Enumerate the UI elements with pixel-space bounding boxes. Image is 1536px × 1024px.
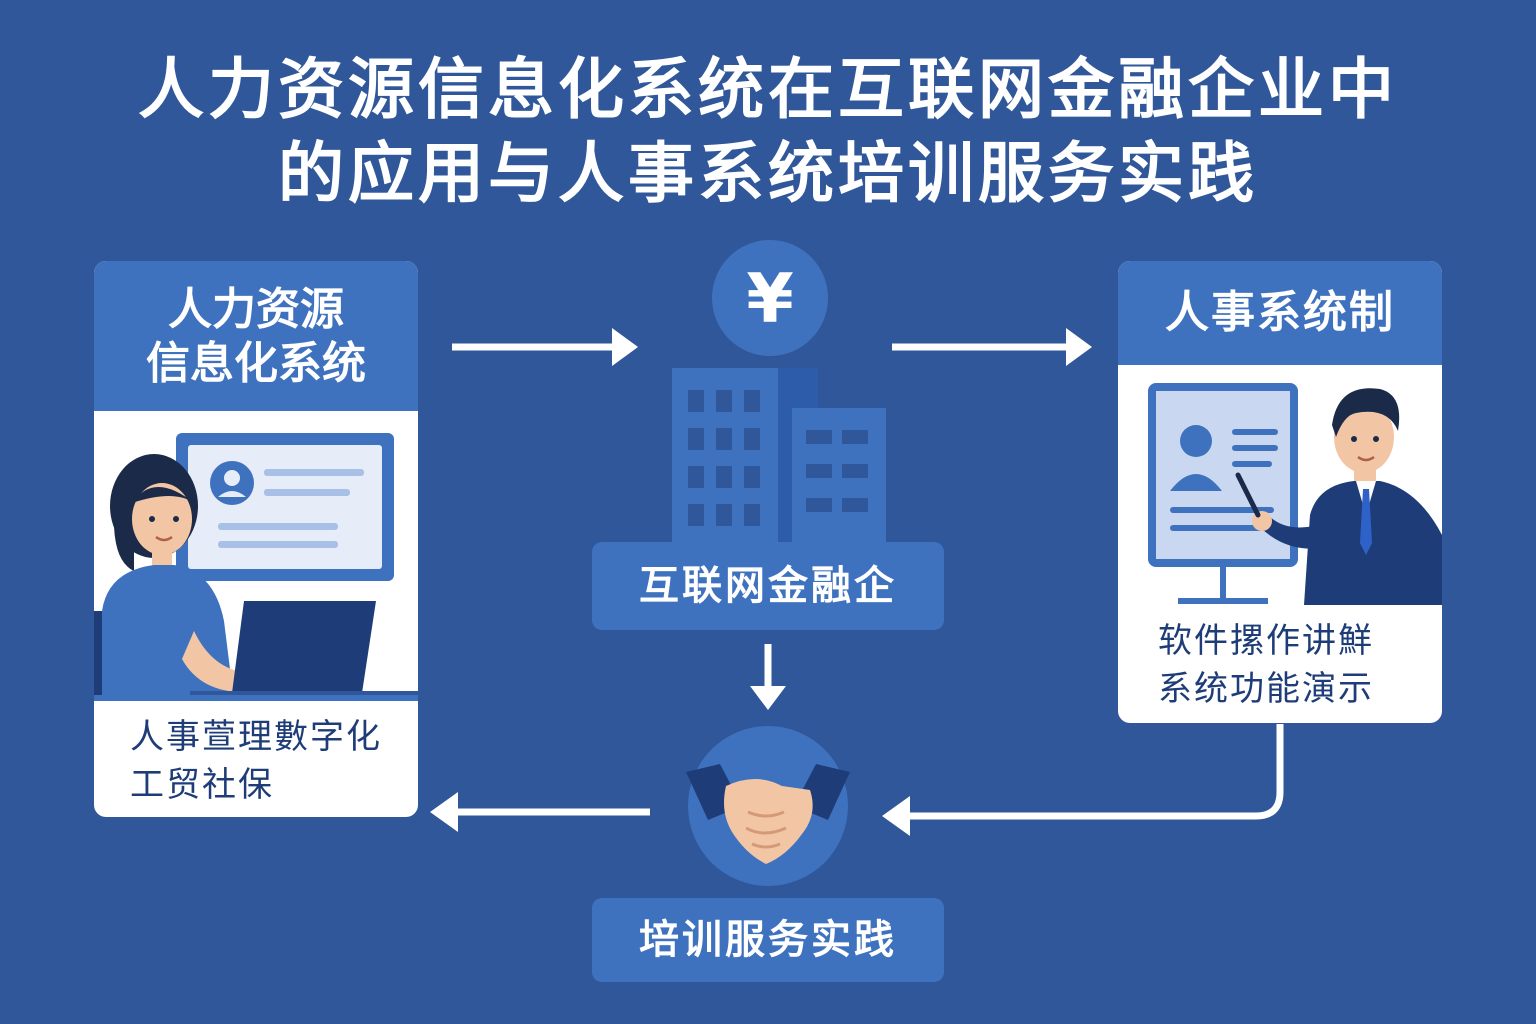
card-header: 人事系统制 [1118,261,1442,365]
company-label: 互联网金融企 [592,542,944,630]
page-title-line2: 的应用与人事系统培训服务实践 [278,135,1258,212]
pointer-icon [1235,472,1261,518]
handshake-illustration [686,726,850,886]
card-description: 人事萱理數字化 工贸社保 [130,713,382,809]
currency-symbol: ¥ [746,260,793,339]
card-header-line1: 人力资源 [168,284,344,335]
finance-company-illustration: ¥ [672,240,886,546]
card-text-line2: 工贸社保 [130,765,274,805]
arrow-right-card-to-center [908,724,1284,820]
hr-information-system-card: 人力资源 信息化系统 人事萱理數字 [94,261,418,817]
card-text-line1: 软件摞作讲鮮 [1158,621,1374,661]
profile-icon [1180,425,1212,457]
card-text-line1: 人事萱理數字化 [130,717,382,757]
card-description: 软件摞作讲鮮 系统功能演示 [1158,617,1374,713]
laptop-icon [232,601,376,693]
card-header-line2: 信息化系统 [146,338,366,389]
woman-at-laptop-illustration [94,433,418,701]
card-header: 人力资源 信息化系统 [94,261,418,411]
handshake-icon [724,779,813,864]
yuan-coin-icon [712,240,828,356]
hr-system-training-card: 人事系统制 软件摞作讲鮮 系统功能演示 [1118,261,1442,723]
training-practice-label: 培训服务实践 [592,898,944,982]
page-title-line1: 人力资源信息化系统在互联网金融企业中 [138,51,1398,128]
presenter-illustration [1148,383,1442,605]
card-text-line2: 系统功能演示 [1158,669,1374,709]
